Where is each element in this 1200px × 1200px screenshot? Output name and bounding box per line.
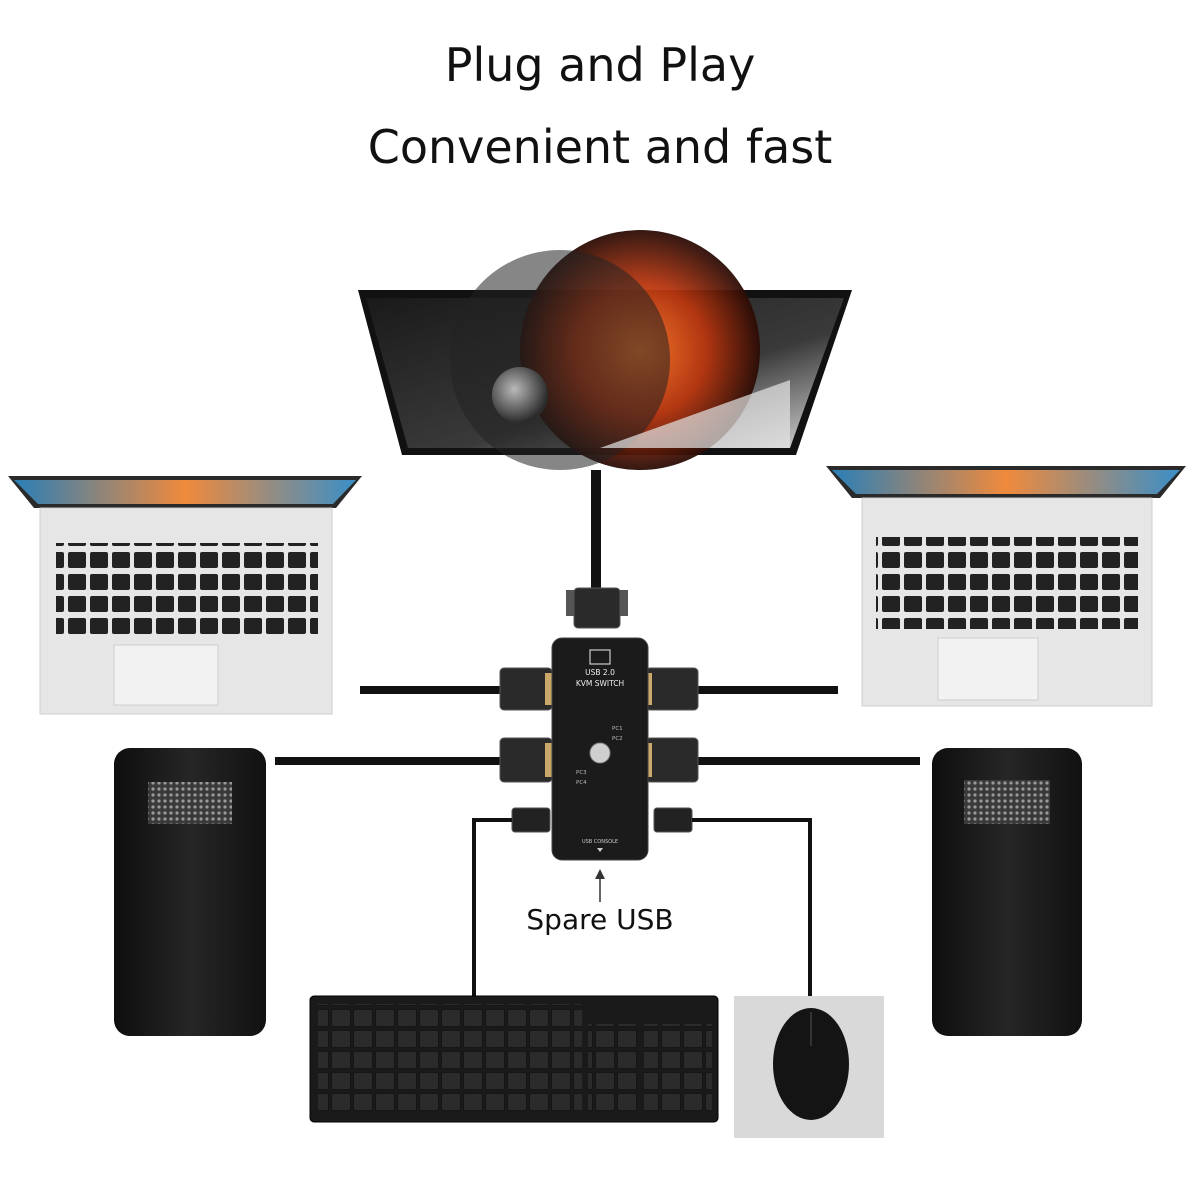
kvm-switch: USB 2.0 KVM SWITCH PC1 PC2 PC3 PC4 USB C… (551, 637, 649, 861)
kvm-port-pc3-label: PC3 (576, 770, 587, 776)
monitor (358, 230, 852, 470)
usb-plug-mouse (653, 807, 693, 833)
kvm-port-pc2-label: PC2 (612, 736, 623, 742)
cable-mouse (692, 818, 812, 1012)
headline-line-2: Convenient and fast (367, 120, 833, 174)
kvm-port-pc4-label: PC4 (576, 780, 587, 786)
cable-keyboard (472, 818, 512, 998)
kvm-port-pc1-label: PC1 (612, 726, 623, 732)
usb-plug-keyboard (511, 807, 551, 833)
keyboard (309, 995, 719, 1123)
mouse (734, 996, 884, 1138)
vga-connector-top (566, 587, 628, 629)
pc-tower-right (932, 748, 1082, 1036)
vga-connector-pc3 (499, 737, 553, 783)
laptop-left (8, 476, 362, 715)
arrow-up-icon (595, 869, 605, 902)
vga-connector-pc4 (644, 737, 699, 783)
vga-connector-pc1 (499, 667, 553, 711)
kvm-label-title: KVM SWITCH (576, 679, 624, 688)
laptop-right (826, 466, 1186, 707)
kvm-console-arrow-icon (597, 848, 603, 852)
pc-tower-left (114, 748, 266, 1036)
kvm-console-label: USB CONSOLE (582, 839, 618, 845)
kvm-label-usb: USB 2.0 (585, 668, 615, 677)
vga-connector-pc2 (644, 667, 699, 711)
headline-line-1: Plug and Play (444, 38, 756, 92)
spare-usb-label: Spare USB (526, 903, 674, 936)
kvm-select-button[interactable] (589, 742, 611, 764)
